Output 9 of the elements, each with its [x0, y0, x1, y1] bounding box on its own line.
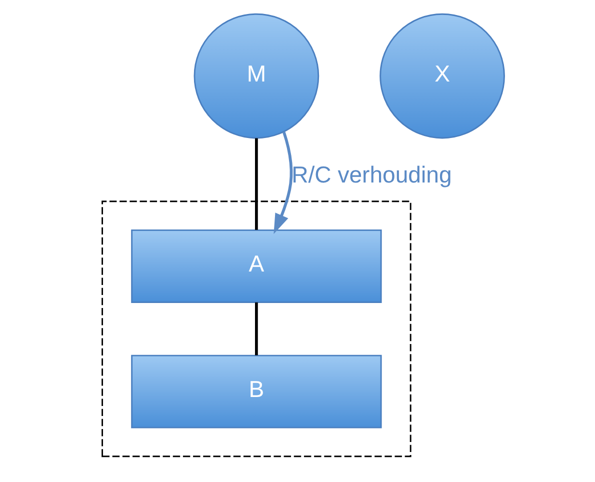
edge-label: R/C verhouding [292, 161, 452, 188]
node-box: B [131, 354, 382, 428]
node-circle: M [194, 13, 320, 139]
connector [255, 302, 258, 356]
arrow [274, 131, 293, 234]
cluster [102, 200, 412, 458]
node-circle: X [380, 13, 505, 139]
connector [255, 138, 258, 230]
node-box: A [131, 229, 382, 303]
